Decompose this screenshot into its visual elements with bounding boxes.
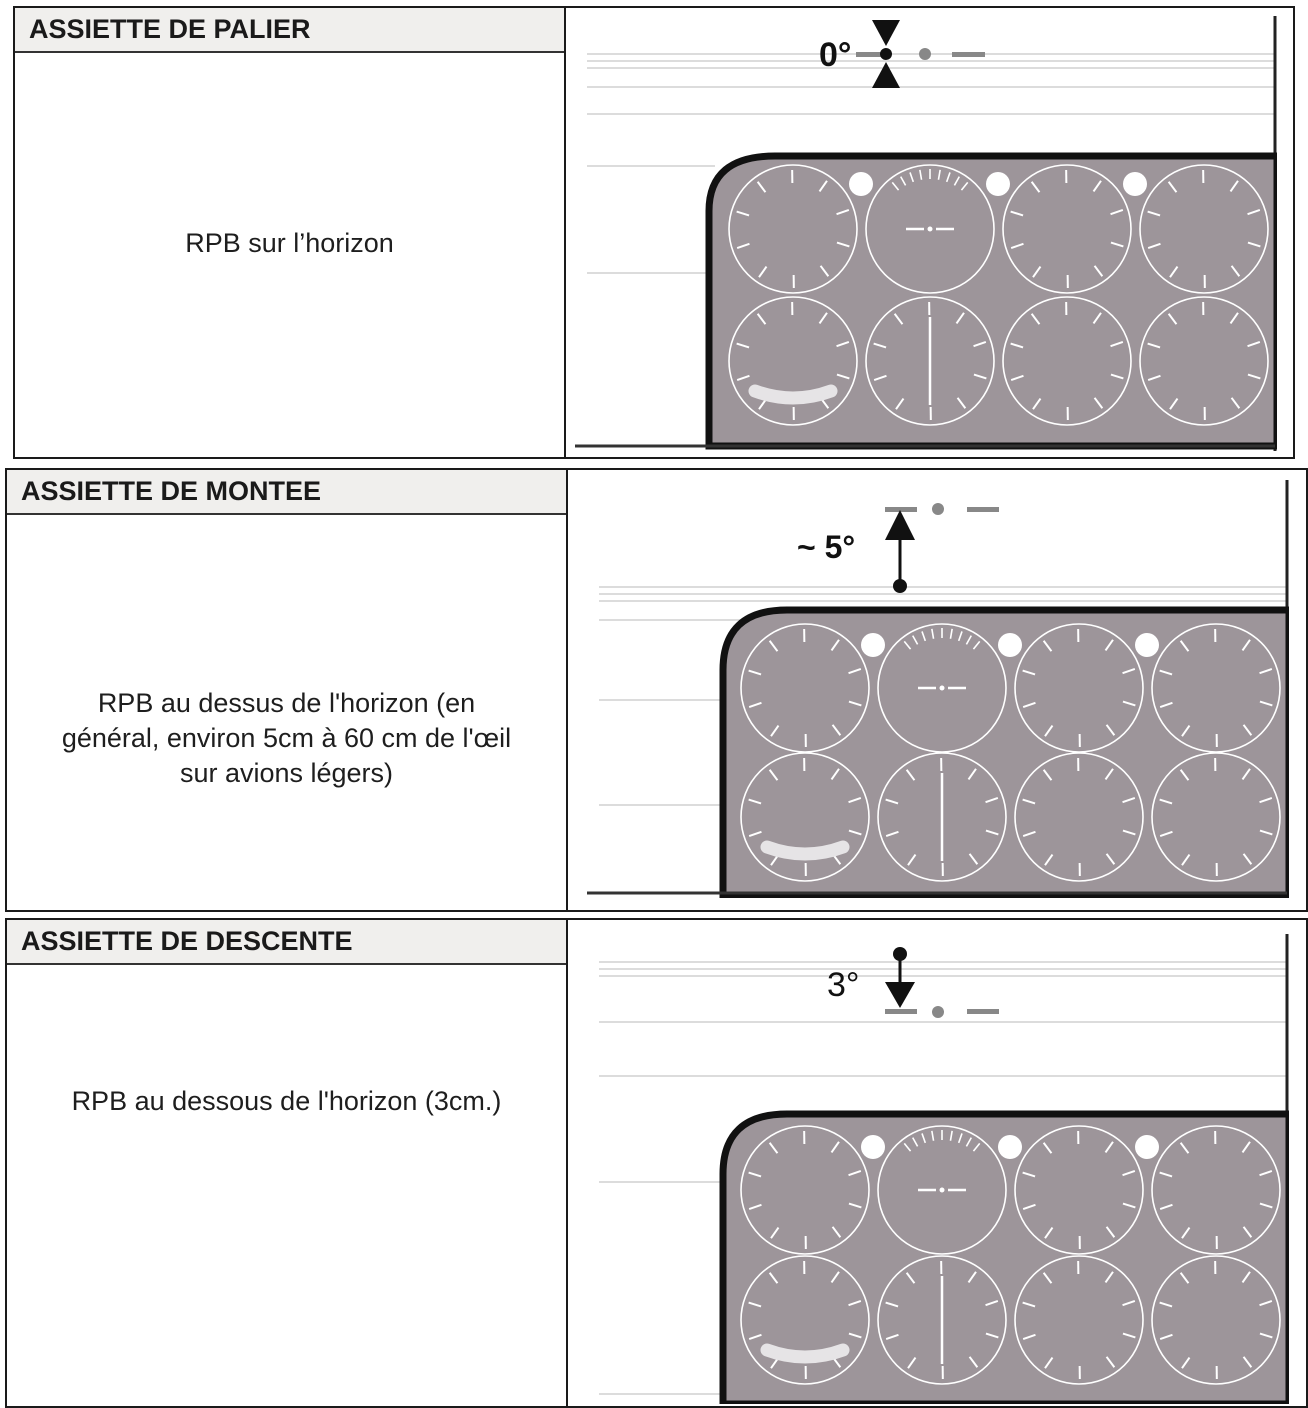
cockpit-view: 0° [575,16,1277,451]
indicator-light [998,633,1022,657]
indicator-light [861,1135,885,1159]
row-description: RPB sur l’horizon [15,226,564,261]
description-line: RPB sur l’horizon [21,226,558,261]
center-dot [928,227,933,232]
cockpit-diagram: ~ 5° [587,480,1289,898]
inclinometer-ball-tube [767,1350,843,1357]
indicator-light [1123,172,1147,196]
indicator-light [986,172,1010,196]
indicator-light [1135,633,1159,657]
row-description: RPB au dessous de l'horizon (3cm.) [7,1084,566,1119]
descent-arrow [885,947,915,1008]
center-dot [940,686,945,691]
row-title: ASSIETTE DE MONTEE [7,470,566,515]
cockpit-view: ~ 5° [587,480,1289,898]
inclinometer-ball-tube [767,847,843,854]
reference-marks [885,1006,999,1018]
pitch-angle-label: 0° [819,36,852,74]
row-palier: ASSIETTE DE PALIER RPB sur l’horizon [13,6,1295,459]
indicator-light [998,1135,1022,1159]
reference-marks [856,48,985,60]
description-line: général, environ 5cm à 60 cm de l'œil [13,721,560,756]
row-montee: ASSIETTE DE MONTEE RPB au dessus de l'ho… [5,468,1308,912]
indicator-light [861,633,885,657]
left-cell: ASSIETTE DE DESCENTE RPB au dessous de l… [7,920,568,1406]
row-description: RPB au dessus de l'horizon (en général, … [7,686,566,791]
left-cell: ASSIETTE DE PALIER RPB sur l’horizon [15,8,566,457]
climb-arrow [885,510,915,593]
cockpit-diagram: 3° [587,934,1289,1404]
cockpit-diagram: 0° [575,16,1277,451]
row-title: ASSIETTE DE PALIER [15,8,564,53]
pitch-angle-label: ~ 5° [797,529,855,565]
description-line: RPB au dessus de l'horizon (en [13,686,560,721]
description-line: sur avions légers) [13,756,560,791]
row-descente: ASSIETTE DE DESCENTE RPB au dessous de l… [5,918,1308,1408]
indicator-light [849,172,873,196]
cockpit-view: 3° [587,934,1289,1404]
reference-marks [885,503,999,515]
inclinometer-ball-tube [755,391,831,398]
row-title: ASSIETTE DE DESCENTE [7,920,566,965]
center-dot [940,1188,945,1193]
left-cell: ASSIETTE DE MONTEE RPB au dessus de l'ho… [7,470,568,910]
pitch-angle-label: 3° [827,966,860,1004]
description-line: RPB au dessous de l'horizon (3cm.) [13,1084,560,1119]
indicator-light [1135,1135,1159,1159]
